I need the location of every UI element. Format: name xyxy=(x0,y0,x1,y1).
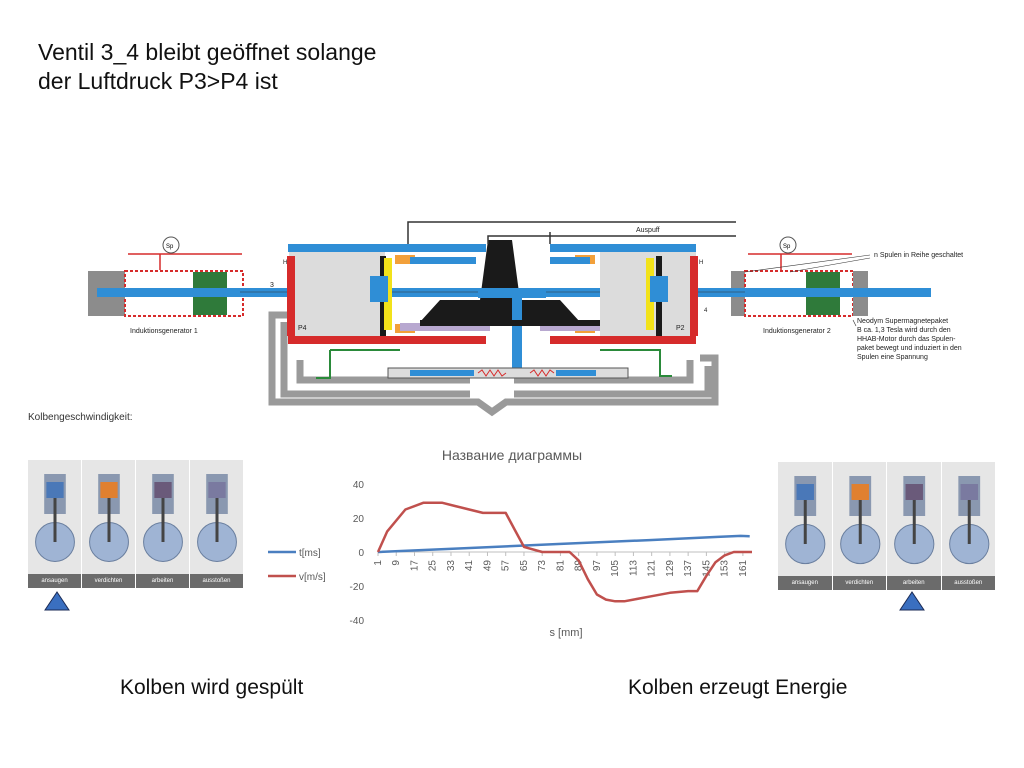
y-tick-label: -40 xyxy=(350,616,365,627)
svg-text:B ca. 1,3 Tesla wird durch den: B ca. 1,3 Tesla wird durch den xyxy=(857,327,951,334)
gauge-label-left: Sp xyxy=(166,244,174,250)
speed-label: Kolbengeschwindigkeit: xyxy=(28,412,133,423)
valve-lines xyxy=(316,349,672,379)
engine-phase-label: arbeiten xyxy=(887,576,941,590)
x-tick-label: 73 xyxy=(537,560,548,572)
svg-text:paket bewegt und induziert in: paket bewegt und induziert in den xyxy=(857,345,962,352)
x-tick-label: 137 xyxy=(683,560,694,577)
label-auspuff: Auspuff xyxy=(636,227,660,234)
engine-phase-0: ansaugen xyxy=(778,462,833,590)
x-tick-label: 81 xyxy=(555,560,566,572)
label-p4: P4 xyxy=(298,325,307,332)
engine-phase-3: ausstoßen xyxy=(941,462,996,590)
induction-generator-right: Sp Induktionsgenerator 2 xyxy=(731,236,871,335)
y-tick-label: -20 xyxy=(350,582,365,593)
caption-right: Kolben erzeugt Energie xyxy=(628,676,848,699)
y-tick-label: 0 xyxy=(358,548,364,559)
induction-generator-left: Sp Induktionsgenerator 1 xyxy=(88,236,244,335)
heading-line-2: der Luftdruck P3>P4 ist xyxy=(38,68,278,94)
engine-phase-1: verdichten xyxy=(832,462,887,590)
neodym-note: Neodym Supermagnetepaket B ca. 1,3 Tesla… xyxy=(857,318,962,361)
engine-phase-1: verdichten xyxy=(82,460,136,588)
y-tick-label: 40 xyxy=(353,480,365,491)
label-4: 4 xyxy=(704,308,708,314)
air-channel xyxy=(268,311,719,417)
svg-text:Spulen eine Spannung: Spulen eine Spannung xyxy=(857,354,928,361)
engine-phase-2: arbeiten xyxy=(887,462,942,590)
center-mechanism xyxy=(387,240,629,379)
chart-title: Название диаграммы xyxy=(442,447,582,463)
x-tick-label: 105 xyxy=(610,560,621,577)
label-h-left: H xyxy=(283,260,287,266)
exhaust-pipe: Auspuff xyxy=(407,221,736,244)
x-tick-label: 41 xyxy=(464,560,475,572)
x-tick-label: 121 xyxy=(647,560,658,577)
x-tick-label: 129 xyxy=(665,560,676,577)
label-spulen: n Spulen in Reihe geschaltet xyxy=(874,252,963,259)
x-tick-label: 153 xyxy=(720,560,731,577)
position-marker-left xyxy=(44,591,70,611)
label-p2: P2 xyxy=(676,325,685,332)
x-tick-label: 1 xyxy=(373,560,384,566)
label-gen-right: Induktionsgenerator 2 xyxy=(763,328,831,335)
chart-x-axis-label: s [mm] xyxy=(550,627,583,639)
svg-text:Neodym Supermagnetepaket: Neodym Supermagnetepaket xyxy=(857,318,948,325)
x-tick-label: 113 xyxy=(628,560,639,576)
engine-phase-label: ansaugen xyxy=(28,574,81,588)
label-h-right: H xyxy=(699,260,703,266)
engine-phase-label: ansaugen xyxy=(778,576,832,590)
position-marker-right xyxy=(899,591,925,611)
x-tick-label: 9 xyxy=(391,560,402,566)
engine-phase-label: verdichten xyxy=(82,574,135,588)
x-tick-label: 89 xyxy=(574,560,585,572)
engine-phase-2: arbeiten xyxy=(136,460,190,588)
slide-heading: Ventil 3_4 bleibt geöffnet solange der L… xyxy=(38,38,376,96)
label-gen-left: Induktionsgenerator 1 xyxy=(130,328,198,335)
x-tick-label: 17 xyxy=(409,560,420,572)
y-tick-label: 20 xyxy=(353,514,365,525)
series-line-0 xyxy=(377,534,750,554)
engine-phase-label: ausstoßen xyxy=(190,574,243,588)
caption-left: Kolben wird gespült xyxy=(120,676,304,699)
x-tick-label: 25 xyxy=(428,560,439,572)
engine-generator-diagram: Sp Induktionsgenerator 1 Sp Induktionsge… xyxy=(88,221,963,417)
engine-phase-label: verdichten xyxy=(832,576,886,590)
x-tick-label: 57 xyxy=(501,560,512,572)
engine-phase-3: ausstoßen xyxy=(190,460,244,588)
x-tick-label: 97 xyxy=(592,560,603,572)
gauge-label-right: Sp xyxy=(783,244,791,250)
heading-line-1: Ventil 3_4 bleibt geöffnet solange xyxy=(38,39,377,65)
engine-phase-label: arbeiten xyxy=(136,574,189,588)
x-tick-label: 161 xyxy=(738,560,749,577)
x-tick-label: 145 xyxy=(701,560,712,577)
legend-label-1: v[m/s] xyxy=(299,572,326,583)
series-line-1 xyxy=(376,501,752,603)
cylinder-right: H 4 P2 xyxy=(540,244,708,344)
engine-phase-label: ausstoßen xyxy=(941,576,995,590)
label-3: 3 xyxy=(270,282,274,289)
cylinder-left: H 3 P4 xyxy=(270,244,490,344)
engine-phase-0: ansaugen xyxy=(28,460,82,588)
x-tick-label: 65 xyxy=(519,560,530,572)
svg-text:HHAB-Motor durch das Spulen-: HHAB-Motor durch das Spulen- xyxy=(857,336,956,343)
x-tick-label: 33 xyxy=(446,560,457,572)
legend-label-0: t[ms] xyxy=(299,548,321,559)
x-tick-label: 49 xyxy=(482,560,493,572)
